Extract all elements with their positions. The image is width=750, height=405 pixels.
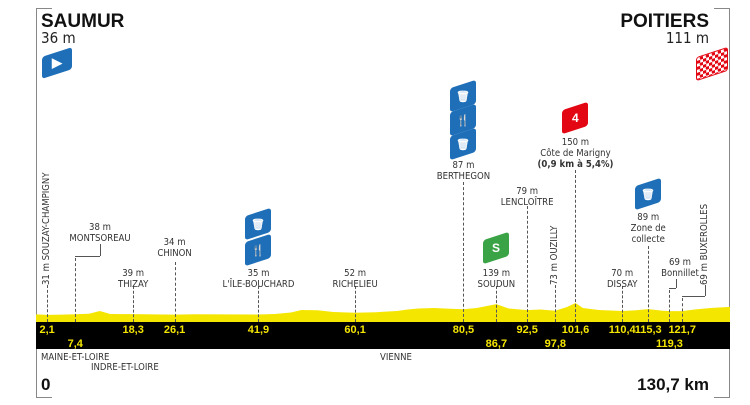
waypoint-altitude: 39 m [122, 268, 145, 279]
waypoint-marker-line [527, 206, 529, 322]
waypoint-marker-line [355, 286, 357, 322]
waypoint-marker-line [133, 286, 135, 322]
waypoint-altitude: 35 m [247, 268, 270, 279]
climb-detail: (0,9 km à 5,4%) [537, 159, 614, 170]
connector-line [682, 296, 705, 297]
fork-knife-glyph: 🍴 [251, 244, 266, 257]
waypoint-name: SOUDUN [477, 279, 516, 290]
bin-glyph: 🗑 [641, 188, 656, 201]
waypoint-name: Zone de [630, 223, 666, 234]
connector-line [676, 279, 677, 288]
waypoint-name: L'ÎLE-BOUCHARD [222, 279, 295, 290]
waypoint-altitude: 52 m [344, 268, 367, 279]
connector-line [100, 244, 101, 256]
elevation-profile-area [36, 303, 730, 322]
waypoint-altitude: 70 m [611, 268, 634, 279]
right-frame-line [714, 8, 730, 398]
bin-glyph: 🗑 [251, 218, 266, 231]
km-label: 121,7 [668, 324, 696, 336]
km-label: 92,5 [516, 324, 538, 336]
finish-distance: 130,7 km [637, 375, 709, 394]
waypoint-altitude: 38 m [89, 222, 111, 233]
km-label: 119,3 [655, 338, 683, 350]
sprint-symbol: S [492, 241, 501, 256]
waypoint-marker-line [496, 286, 498, 322]
waypoint-altitude: 69 m [669, 257, 691, 268]
left-frame-line [36, 8, 52, 398]
km-label: 41,9 [247, 324, 270, 336]
connector-line [705, 285, 706, 296]
department-label: MAINE-ET-LOIRE [41, 352, 110, 363]
km-label: 80,5 [452, 324, 475, 336]
km-label: 97,8 [544, 338, 567, 350]
waypoint-altitude: 89 m [637, 212, 660, 223]
finish-altitude: 111 m [665, 29, 709, 47]
waypoint-marker-line [463, 182, 465, 322]
bin-glyph: 🗑 [456, 90, 471, 103]
waypoint-altitude: 87 m [452, 160, 475, 171]
start-altitude: 36 m [41, 29, 76, 47]
waypoint-vertical-label: 69 m BUXEROLLES [699, 203, 710, 285]
waypoint-name: collecte [631, 234, 665, 245]
waypoint-name: LENCLOÎTRE [500, 197, 554, 208]
waypoint-marker-line [648, 246, 650, 322]
waypoint-marker-line [258, 286, 260, 322]
start-distance: 0 [41, 375, 51, 394]
waypoint-altitude: 139 m [482, 268, 511, 279]
waypoint-name: CHINON [157, 248, 192, 259]
km-label: 115,3 [634, 324, 662, 336]
waypoint-marker-line [47, 285, 49, 322]
waypoint-name: BERTHEGON [436, 171, 491, 182]
km-label: 26,1 [163, 324, 186, 336]
waypoint-altitude: 79 m [516, 186, 539, 197]
waypoint-name: Côte de Marigny [540, 148, 611, 159]
bin-glyph: 🗑 [456, 138, 471, 151]
km-label: 18,3 [122, 324, 144, 336]
waypoint-marker-line [174, 262, 176, 322]
fork-knife-glyph: 🍴 [456, 114, 471, 127]
waypoint-vertical-label: 73 m OUZILLY [549, 225, 561, 285]
waypoint-name: Bonnillet [661, 268, 699, 279]
connector-line [669, 288, 676, 289]
km-label: 86,7 [485, 338, 508, 350]
department-label: INDRE-ET-LOIRE [91, 362, 159, 373]
waypoint-marker-line [682, 298, 684, 322]
waypoint-name: MONTSOREAU [69, 233, 131, 244]
waypoint-marker-line [555, 285, 557, 322]
connector-line [75, 256, 100, 257]
waypoint-marker-line [575, 170, 577, 322]
waypoint-name: THIZAY [117, 279, 149, 290]
start-city: SAUMUR [41, 11, 125, 32]
waypoint-altitude: 34 m [163, 237, 186, 248]
km-label: 110,4 [608, 324, 636, 336]
finish-city: POITIERS [620, 11, 709, 32]
km-label: 101,6 [561, 324, 590, 336]
department-label: VIENNE [380, 352, 412, 363]
km-label: 2,1 [39, 324, 55, 336]
waypoint-altitude: 150 m [561, 137, 590, 148]
waypoint-marker-line [669, 290, 671, 322]
waypoint-name: RICHELIEU [332, 279, 378, 290]
km-label: 60,1 [344, 324, 366, 336]
km-label: 7,4 [67, 338, 83, 350]
waypoint-vertical-label: 31 m SOUZAY-CHAMPIGNY [41, 172, 53, 285]
waypoint-name: DISSAY [606, 279, 638, 290]
waypoint-marker-line [75, 258, 77, 322]
climb-category: 4 [572, 111, 579, 125]
km-band [36, 322, 730, 349]
waypoint-marker-line [622, 286, 624, 322]
